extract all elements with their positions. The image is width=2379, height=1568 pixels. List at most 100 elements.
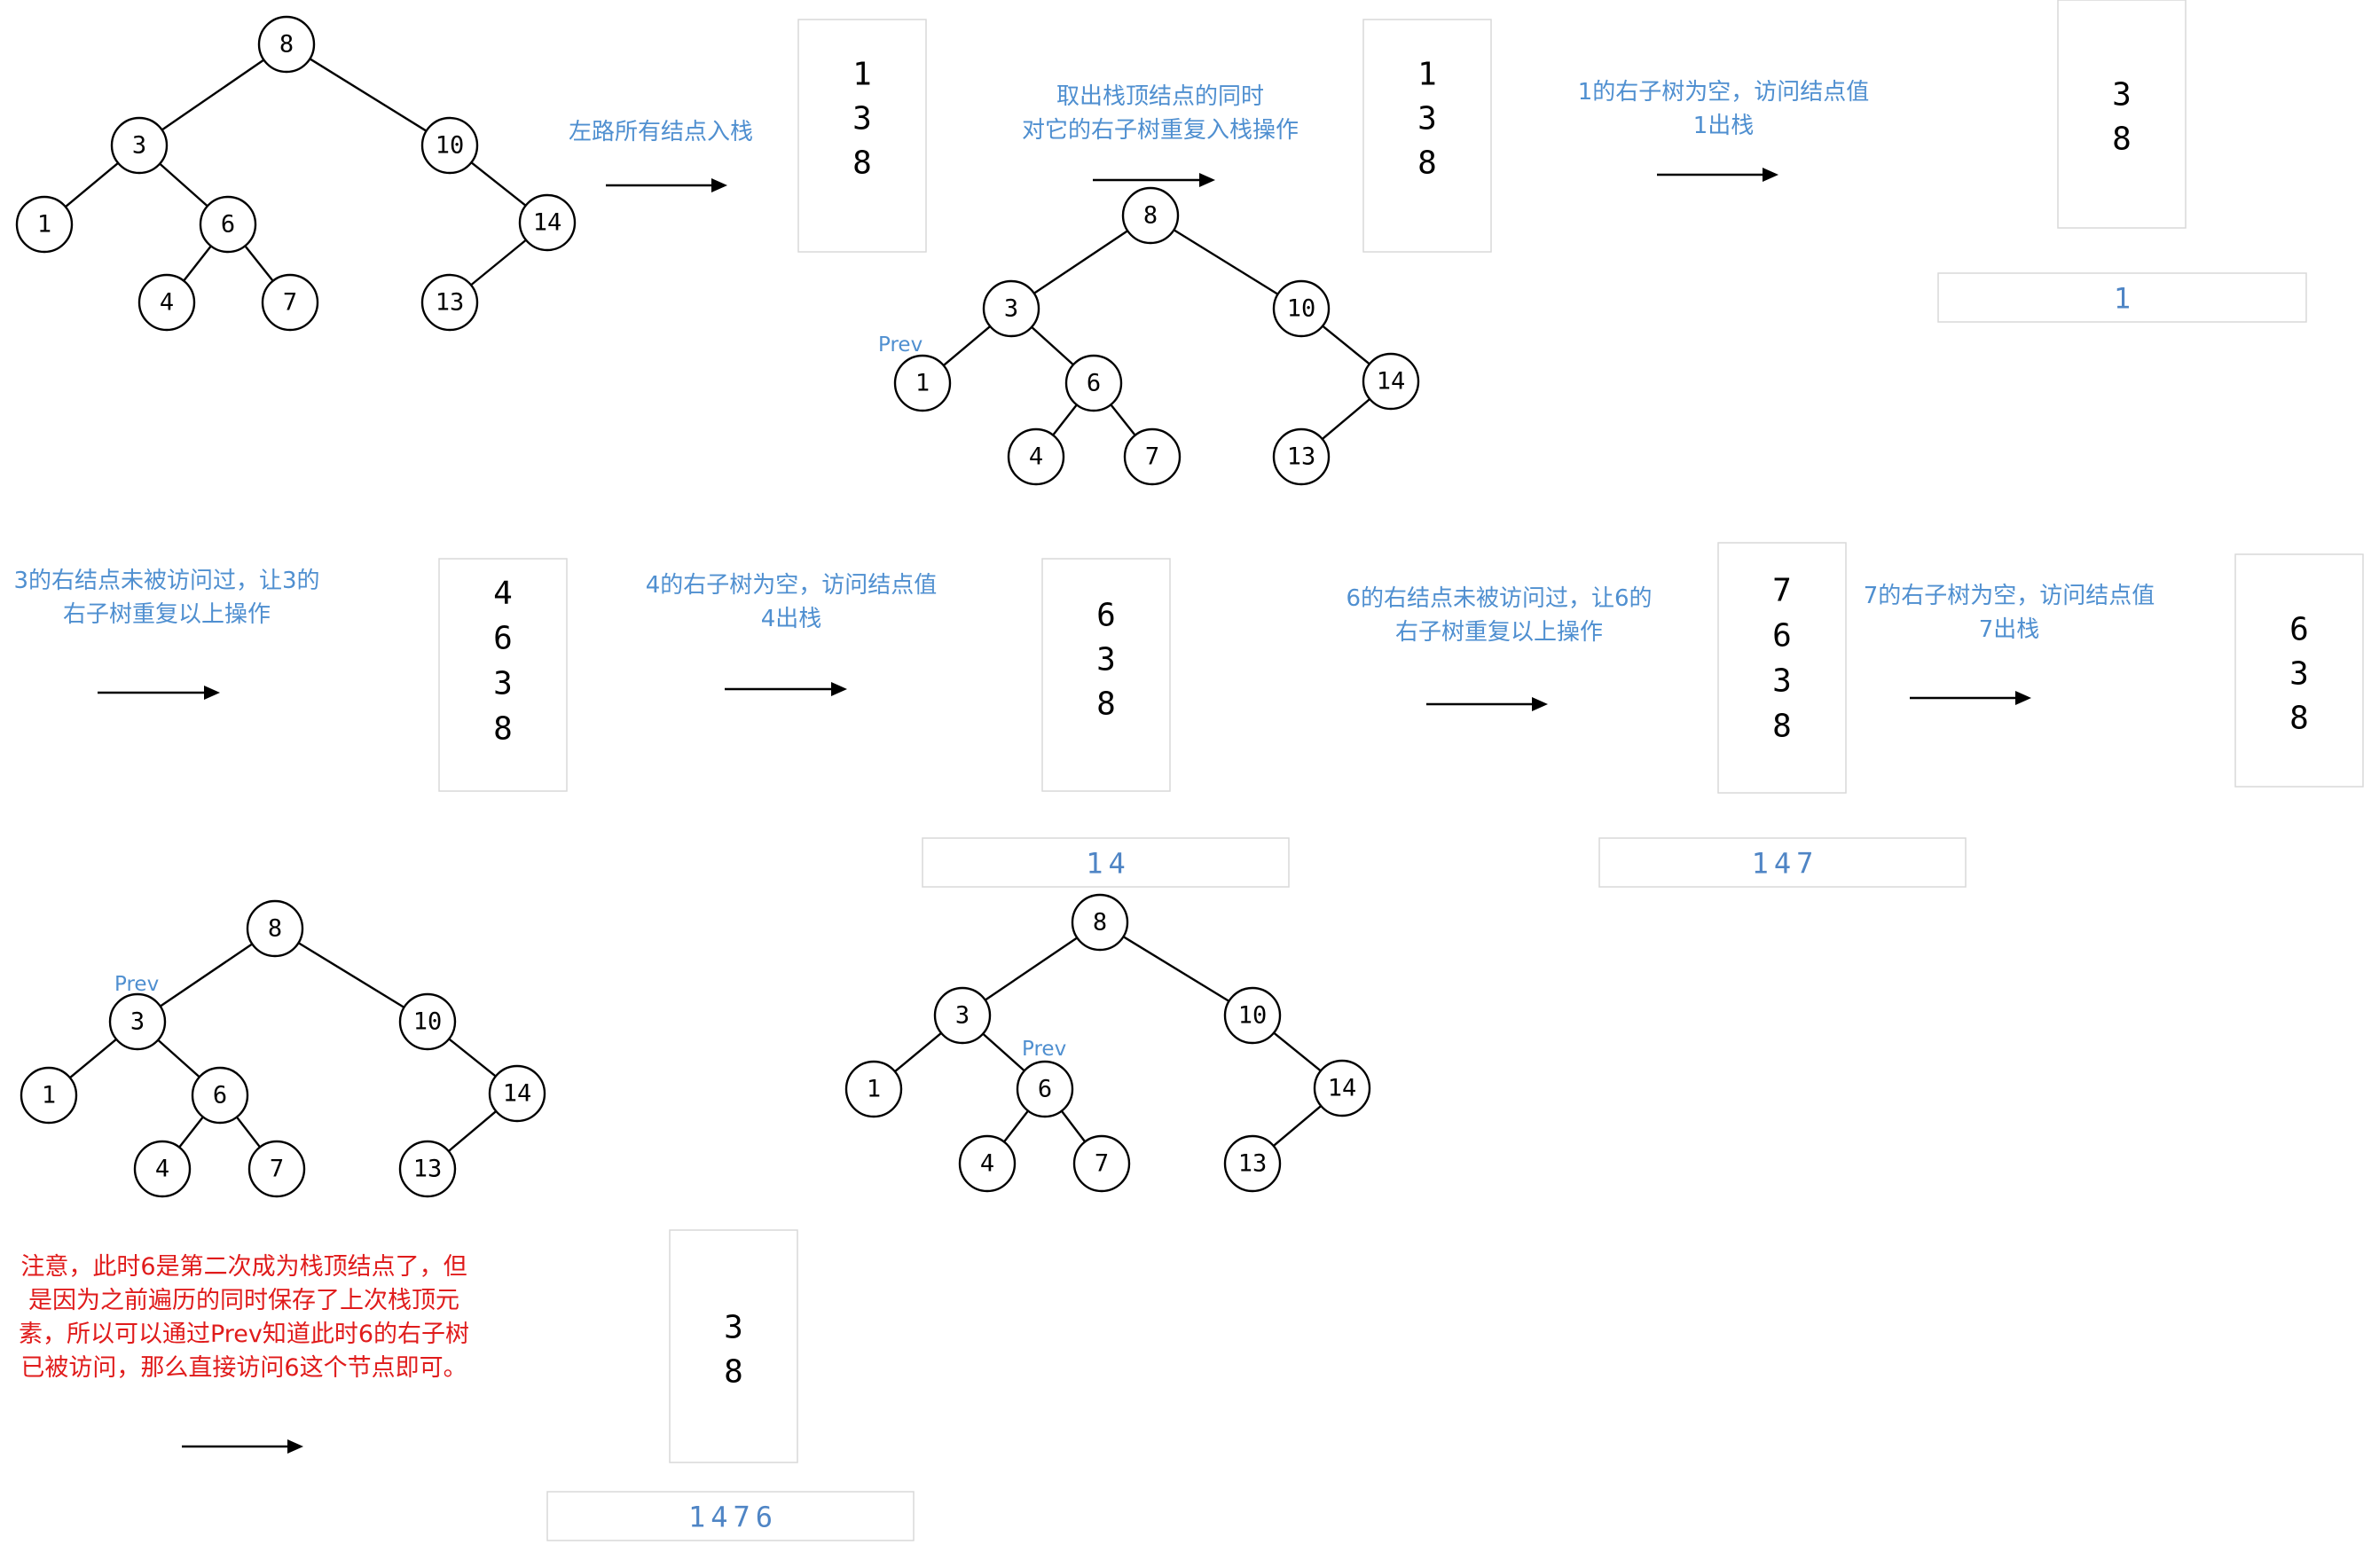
node-circle [518, 193, 577, 252]
stack-item: 3 [1417, 101, 1437, 137]
arrow-right-icon [1657, 168, 1778, 182]
caption-line: 7的右子树为空，访问结点值 [1864, 583, 2155, 609]
tree-node-6: 6 [1064, 354, 1123, 412]
tree-edge [161, 59, 265, 131]
tree-edge [183, 245, 212, 282]
tree-node-3: 3 [982, 279, 1040, 338]
output-box [1937, 272, 2307, 323]
node-label: 14 [503, 1080, 532, 1108]
tree-node-1: 1 [15, 195, 74, 254]
node-circle [257, 15, 316, 74]
node-circle [1064, 354, 1123, 412]
stack-item: 1 [1417, 57, 1437, 93]
node-circle [1123, 427, 1182, 486]
node-label: 6 [1087, 370, 1101, 397]
output-box [922, 837, 1290, 888]
stack-item: 8 [493, 711, 513, 748]
note-line: 素，所以可以通过Prev知道此时6的右子树 [19, 1321, 469, 1348]
node-circle [261, 273, 319, 332]
caption-line: 右子树重复以上操作 [1395, 619, 1603, 646]
node-circle [958, 1134, 1017, 1193]
node-circle [1007, 427, 1065, 486]
prev-pointer-label: Prev [1022, 1038, 1066, 1061]
tree-edge [309, 58, 428, 132]
stack-item: 1 [852, 57, 872, 93]
tree-node-6: 6 [1016, 1060, 1074, 1118]
tree-node-4: 4 [137, 273, 196, 332]
node-label: 10 [413, 1008, 443, 1036]
stack-box [1041, 558, 1171, 792]
node-circle [1121, 186, 1180, 245]
arrows-layer [98, 168, 2031, 1454]
tree-node-7: 7 [1072, 1134, 1131, 1193]
stack-item: 8 [2289, 701, 2309, 737]
output-step-5: 147 [1598, 837, 1967, 888]
caption-line: 7出栈 [1979, 616, 2040, 643]
tree-node-6: 6 [199, 195, 257, 254]
tree-node-13: 13 [398, 1140, 457, 1198]
stack-step-2: 38 [2057, 0, 2187, 229]
tree-node-14: 14 [1362, 352, 1420, 411]
node-label: 13 [1238, 1150, 1268, 1178]
stack-step-4: 638 [1041, 558, 1171, 792]
note-line: 已被访问，那么直接访问6这个节点即可。 [20, 1354, 467, 1382]
tree-edge [1110, 404, 1136, 436]
tree-node-8: 8 [1121, 186, 1180, 245]
node-label: 1 [42, 1082, 56, 1109]
node-label: 8 [279, 31, 294, 59]
output-sequence: 14 [1086, 847, 1131, 881]
stack-item: 8 [1417, 145, 1437, 182]
node-label: 7 [1095, 1150, 1109, 1178]
node-circle [982, 279, 1040, 338]
tree-node-13: 13 [1272, 427, 1331, 486]
caption-line: 1的右子树为空，访问结点值 [1578, 79, 1870, 106]
node-circle [893, 354, 952, 412]
tree-edge [69, 1038, 117, 1079]
stack-step-7: 38 [669, 1229, 798, 1463]
tree-node-10: 10 [1223, 986, 1282, 1045]
stack-item: 6 [1096, 598, 1116, 634]
stack-item: 3 [724, 1310, 743, 1346]
stack-box [797, 19, 927, 253]
node-label: 6 [1038, 1076, 1052, 1103]
tree-node-7: 7 [261, 273, 319, 332]
node-circle [20, 1066, 78, 1125]
step-caption: 7的右子树为空，访问结点值 7出栈 [1864, 583, 2155, 643]
node-label: 7 [1145, 443, 1159, 471]
note-line: 注意，此时6是第二次成为栈顶结点了，但 [20, 1253, 467, 1281]
caption-line: 1出栈 [1693, 113, 1755, 139]
node-circle [1072, 1134, 1131, 1193]
stack-box [669, 1229, 798, 1463]
tree-node-3: 3 [110, 116, 169, 175]
node-label: 3 [130, 1008, 145, 1036]
output-box [546, 1491, 915, 1541]
node-circle [1313, 1059, 1371, 1117]
tree-node-4: 4 [958, 1134, 1017, 1193]
node-circle [398, 1140, 457, 1198]
node-circle [247, 1140, 306, 1198]
tree-edge [1173, 229, 1279, 295]
node-circle [420, 273, 479, 332]
node-circle [137, 273, 196, 332]
output-sequence: 147 [1752, 847, 1819, 881]
node-circle [1362, 352, 1420, 411]
tree-edge [1033, 230, 1128, 294]
node-label: 8 [1143, 202, 1158, 230]
tree-edge [1321, 398, 1371, 440]
tree-edge [297, 942, 405, 1008]
node-label: 1 [867, 1076, 881, 1103]
tree-node-10: 10 [1272, 279, 1331, 338]
node-label: 8 [268, 915, 282, 943]
tree-edge [1273, 1031, 1322, 1072]
caption-line: 右子树重复以上操作 [63, 601, 271, 628]
stack-box [1362, 19, 1492, 253]
stack-step-1: 1 3 8 [1362, 19, 1492, 253]
tree-edge [470, 239, 527, 286]
node-label: 10 [1238, 1002, 1268, 1030]
stack-item: 3 [2289, 656, 2309, 693]
